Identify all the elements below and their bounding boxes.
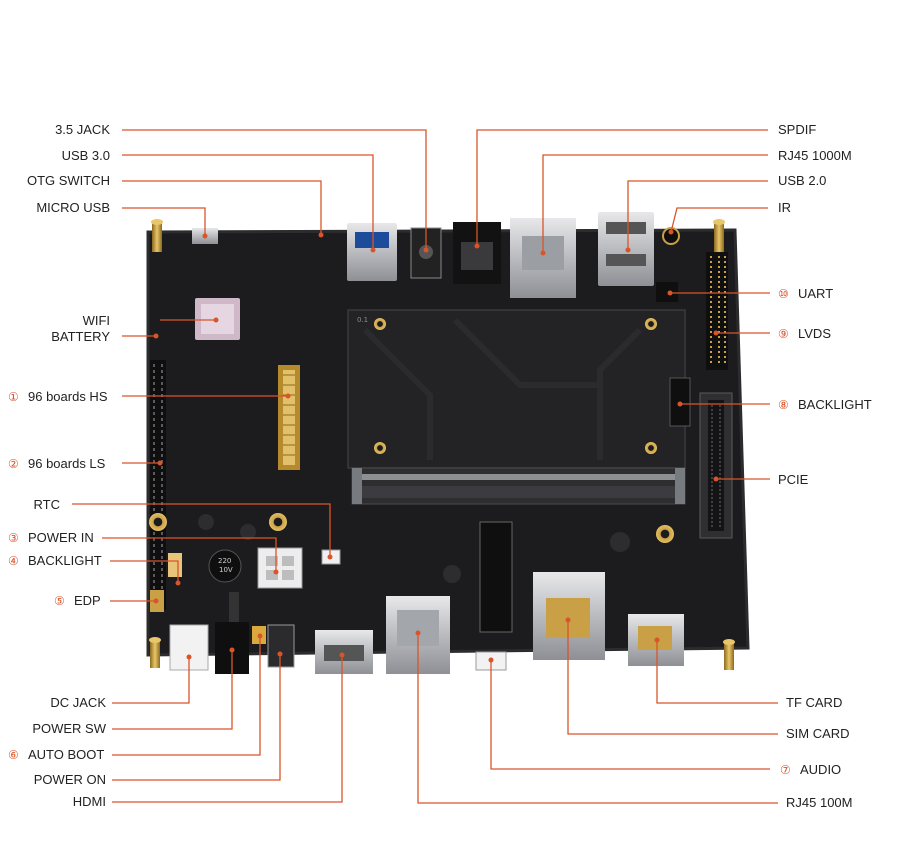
label-rj45-100m: RJ45 100M xyxy=(786,795,852,810)
label-auto-boot: AUTO BOOT xyxy=(28,747,104,762)
label-power-sw: POWER SW xyxy=(32,721,106,736)
label-power-in: POWER IN xyxy=(28,530,94,545)
label-ir: IR xyxy=(778,200,791,215)
label-rj45-1000m: RJ45 1000M xyxy=(778,148,852,163)
num-3: ③ xyxy=(8,531,19,545)
capacitor-text-1: 220 xyxy=(218,557,231,565)
backlight-left-connector xyxy=(168,553,182,577)
label-hdmi: HDMI xyxy=(73,794,106,809)
ir-receiver xyxy=(662,227,680,245)
label-3-5-jack: 3.5 JACK xyxy=(55,122,110,137)
num-4: ④ xyxy=(8,554,19,568)
num-7: ⑦ xyxy=(780,763,791,777)
capacitor-text-2: 10V xyxy=(219,566,233,574)
label-96boards-hs: 96 boards HS xyxy=(28,389,108,404)
label-96boards-ls: 96 boards LS xyxy=(28,456,106,471)
leader-lines-right xyxy=(415,129,778,804)
uart-header xyxy=(656,282,678,302)
label-audio: AUDIO xyxy=(800,762,841,777)
labels-right: SPDIF RJ45 1000M USB 2.0 IR ⑩ UART ⑨ LVD… xyxy=(778,122,872,810)
pcb-number: 0.1 xyxy=(357,316,368,324)
label-backlight-right: BACKLIGHT xyxy=(798,397,872,412)
header-96boards-ls xyxy=(150,360,166,610)
num-6: ⑥ xyxy=(8,748,19,762)
label-pcie: PCIE xyxy=(778,472,809,487)
label-usb-3-0: USB 3.0 xyxy=(62,148,110,163)
num-8: ⑧ xyxy=(778,398,789,412)
labels-left: 3.5 JACK USB 3.0 OTG SWITCH MICRO USB WI… xyxy=(8,122,110,809)
label-dc-jack: DC JACK xyxy=(50,695,106,710)
power-in-connector xyxy=(257,547,303,589)
label-otg-switch: OTG SWITCH xyxy=(27,173,110,188)
label-wifi: WIFI xyxy=(83,313,110,328)
num-2: ② xyxy=(8,457,19,471)
num-5: ⑤ xyxy=(54,594,65,608)
label-tf-card: TF CARD xyxy=(786,695,842,710)
label-rtc: RTC xyxy=(34,497,60,512)
mounting-posts xyxy=(149,219,735,670)
num-9: ⑨ xyxy=(778,327,789,341)
m2-slot xyxy=(479,521,513,633)
label-micro-usb: MICRO USB xyxy=(36,200,110,215)
label-sim-card: SIM CARD xyxy=(786,726,850,741)
label-backlight-left: BACKLIGHT xyxy=(28,553,102,568)
num-10: ⑩ xyxy=(778,287,789,301)
label-lvds: LVDS xyxy=(798,326,831,341)
label-usb-2-0: USB 2.0 xyxy=(778,173,826,188)
label-uart: UART xyxy=(798,286,833,301)
som-module xyxy=(347,309,686,469)
num-1: ① xyxy=(8,390,19,404)
label-edp: EDP xyxy=(74,593,101,608)
pcb-board: 0.1 xyxy=(146,212,750,674)
label-power-on: POWER ON xyxy=(34,772,106,787)
label-battery: BATTERY xyxy=(51,329,110,344)
capacitor xyxy=(208,549,242,583)
power-on-button xyxy=(267,624,295,668)
leader-lines-left xyxy=(72,129,429,803)
label-spdif: SPDIF xyxy=(778,122,816,137)
